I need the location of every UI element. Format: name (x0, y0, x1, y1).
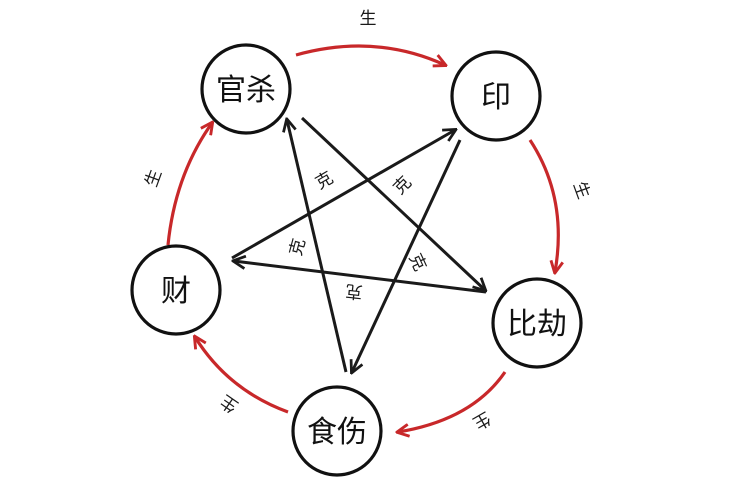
generate-label-cai-guansha: 生 (142, 167, 167, 190)
node-cai: 财 (130, 244, 222, 336)
control-label-yin-shishang: 克 (404, 250, 429, 274)
node-guansha: 官杀 (200, 43, 292, 135)
control-arrow-yin-to-shishang (352, 139, 462, 372)
control-arrow-shishang-to-guansha (287, 120, 348, 373)
generate-arrow-guansha-to-yin (295, 44, 445, 65)
generate-edges (166, 44, 558, 432)
control-label-shishang-guansha: 克 (286, 236, 310, 258)
generate-label-guansha-yin: 生 (360, 9, 377, 29)
control-arrow-cai-to-yin (231, 130, 455, 260)
generate-arrow-bijie-to-shishang (398, 371, 507, 432)
control-label-bijie-cai: 克 (345, 280, 364, 302)
node-shishang: 食伤 (291, 385, 383, 477)
node-label-guansha: 官杀 (216, 73, 276, 108)
node-label-yin: 印 (481, 80, 511, 115)
generate-label-bijie-shishang: 生 (469, 407, 494, 433)
control-label-cai-yin: 克 (312, 168, 337, 194)
control-arrow-guansha-to-bijie (300, 116, 485, 290)
control-label-guansha-bijie: 克 (390, 173, 416, 199)
node-bijie: 比劫 (491, 277, 583, 369)
generate-arrow-cai-to-guansha (166, 123, 212, 246)
node-label-bijie: 比劫 (507, 307, 567, 342)
generate-label-shishang-cai: 生 (217, 390, 242, 416)
control-edges (232, 118, 486, 372)
node-label-shishang: 食伤 (307, 415, 367, 450)
node-label-cai: 财 (161, 274, 191, 309)
node-yin: 印 (450, 50, 542, 142)
generate-label-yin-bijie: 生 (569, 179, 594, 202)
generate-arrow-yin-to-bijie (528, 139, 558, 272)
generate-arrow-shishang-to-cai (195, 337, 289, 414)
control-arrow-bijie-to-cai (234, 261, 487, 294)
